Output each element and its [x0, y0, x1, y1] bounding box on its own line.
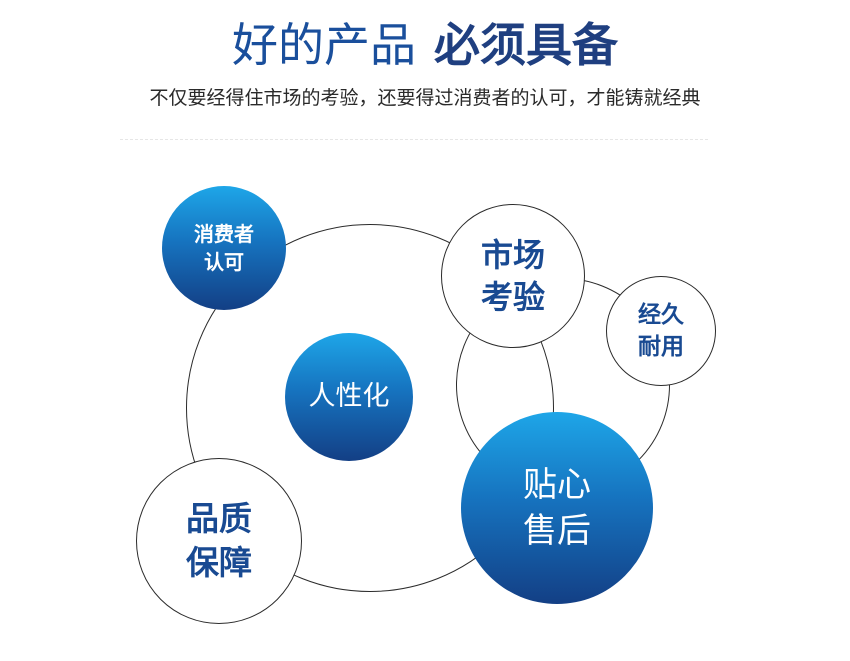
bubble-label: 消费者 认可 — [194, 222, 254, 274]
bubble-humanized: 人性化 — [285, 333, 413, 461]
bubble-market-test: 市场 考验 — [441, 204, 585, 348]
bubble-after-sales: 贴心 售后 — [461, 412, 653, 604]
bubble-durable: 经久 耐用 — [606, 276, 716, 386]
bubble-label: 经久 耐用 — [638, 302, 684, 360]
bubble-quality-assurance: 品质 保障 — [136, 458, 302, 624]
headline-light: 好的产品 — [232, 18, 416, 72]
headline-bold: 必须具备 — [434, 18, 618, 72]
subtitle: 不仅要经得住市场的考验，还要得过消费者的认可，才能铸就经典 — [149, 87, 701, 109]
headline: 好的产品必须具备 — [0, 14, 850, 76]
bubble-consumer-approval: 消费者 认可 — [162, 186, 286, 310]
bubble-label: 人性化 — [308, 381, 390, 412]
divider — [120, 139, 708, 140]
bubble-label: 贴心 售后 — [523, 465, 591, 551]
bubble-label: 市场 考验 — [480, 236, 545, 316]
bubble-label: 品质 保障 — [186, 499, 252, 582]
